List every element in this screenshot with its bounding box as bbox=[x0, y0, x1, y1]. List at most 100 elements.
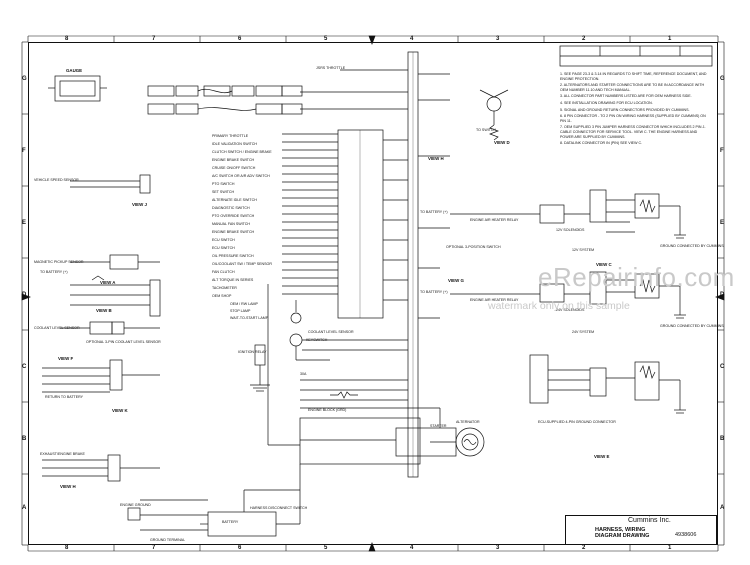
watermark-note: watermark only on this sample bbox=[488, 300, 630, 312]
zone-col-label-bottom: 5 bbox=[324, 545, 328, 551]
jsrs-throttle-label: JSRS THROTTLE bbox=[316, 66, 346, 70]
ac-switch-label: A/C SWITCH OR A/R ADV SWITCH bbox=[212, 174, 270, 178]
note-item: 5. SIGNAL AND GROUND RETURN CONNECTORS P… bbox=[560, 107, 690, 112]
pto-override-label: PTO OVERRIDE SWITCH bbox=[212, 214, 255, 218]
note-item: 8. DATALINK CONNECTOR IN (PIN) SEE VIEW … bbox=[560, 141, 643, 146]
optional-3pos-label: OPTIONAL 3-POSITION SWITCH bbox=[446, 245, 501, 249]
to-battery-right-2-label: TO BATTERY (+) bbox=[420, 290, 448, 294]
fuse-30a-label: 30A bbox=[300, 372, 307, 376]
coolant-level-sensor-label: COOLANT LEVEL SENSOR bbox=[308, 330, 354, 334]
zone-row-label: C bbox=[22, 364, 27, 370]
zone-col-label: 8 bbox=[65, 36, 69, 42]
battery-label: BATTERY bbox=[222, 520, 239, 524]
starter-label: STARTER bbox=[430, 424, 447, 428]
title-line-2: DIAGRAM DRAWING bbox=[595, 533, 650, 539]
view-a-label: VIEW A bbox=[100, 280, 116, 285]
zone-row-label-right: C bbox=[720, 364, 725, 370]
drawing-notes: 1. SEE PAGE 23-3 & 3.14 IN REGARDS TO SH… bbox=[560, 72, 708, 148]
note-item: 4. SEE INSTALLATION DRAWING FOR ECU LOCA… bbox=[560, 100, 653, 105]
zone-row-label-right: A bbox=[720, 505, 725, 511]
keyswitch-label: KEYSWITCH bbox=[306, 338, 328, 342]
return-to-battery-label: RETURN TO BATTERY bbox=[45, 395, 84, 399]
zone-row-label-right: F bbox=[720, 148, 724, 154]
clutch-switch-label: CLUTCH SWITCH / ENGINE BRAKE bbox=[212, 150, 272, 154]
fan-clutch-label: FAN CLUTCH bbox=[212, 270, 235, 274]
tachometer-label: TACHOMETER bbox=[212, 286, 237, 290]
view-d-label: VIEW D bbox=[494, 140, 510, 145]
view-f-label: VIEW F bbox=[58, 356, 74, 361]
view-b-label: VIEW B bbox=[96, 308, 112, 313]
title-block bbox=[565, 515, 717, 545]
note-item: 7. OEM SUPPLIED 3 PIN JUMPER HARNESS CON… bbox=[560, 125, 706, 139]
zone-col-label-bottom: 7 bbox=[152, 545, 156, 551]
drawing-title: HARNESS, WIRING DIAGRAM DRAWING bbox=[595, 527, 649, 539]
zone-row-label-right: D bbox=[720, 292, 725, 298]
note-item: 1. SEE PAGE 23-3 & 3.14 IN REGARDS TO SH… bbox=[560, 72, 707, 81]
solenoid-24v-label: 24V SOLENOIDS bbox=[556, 308, 585, 312]
zone-row-label: G bbox=[22, 76, 27, 82]
optional-3pin-coolant-label: OPTIONAL 3-PIN COOLANT LEVEL SENSOR bbox=[86, 340, 161, 344]
watermark-site: eRepairinfo.com bbox=[538, 262, 735, 292]
view-h-ref-label: VIEW H bbox=[428, 156, 444, 161]
grid-heater-1-label: GROUND CONNECTED BY CUMMINS bbox=[660, 244, 724, 248]
ecu-supplied-4pin-label: ECU-SUPPLIED 4-PIN GROUND CONNECTOR bbox=[538, 420, 616, 424]
to-battery-right-label: TO BATTERY (+) bbox=[420, 210, 448, 214]
oil-coolant-label: OIL/COOLANT SW / TEMP SENSOR bbox=[212, 262, 272, 266]
solenoid-12v-label: 12V SOLENOIDS bbox=[556, 228, 585, 232]
zone-col-label-bottom: 2 bbox=[582, 545, 586, 551]
wait-to-start-label: WAIT-TO-START LAMP bbox=[230, 316, 269, 320]
engine-brake-2-label: ENGINE BRAKE SWITCH bbox=[212, 230, 255, 234]
engine-air-heater-1-label: ENGINE AIR HEATER RELAY bbox=[470, 218, 519, 222]
ignition-relay-label: IGNITION RELAY bbox=[238, 350, 267, 354]
company-name: Cummins Inc. bbox=[628, 517, 671, 524]
view-g-label: VIEW G bbox=[448, 278, 464, 283]
zone-row-label: D bbox=[22, 292, 27, 298]
engine-block-gnd-label: ENGINE BLOCK (GRD) bbox=[308, 408, 347, 412]
view-h-label: VIEW H bbox=[60, 484, 76, 489]
view-k-label: VIEW K bbox=[112, 408, 128, 413]
zone-row-label: A bbox=[22, 505, 27, 511]
drawing-number: 4938606 bbox=[675, 532, 697, 538]
zone-row-label-right: G bbox=[720, 76, 725, 82]
ecu-switch-2-label: ECU SWITCH bbox=[212, 246, 235, 250]
engine-air-heater-2-label: ENGINE AIR HEATER RELAY bbox=[470, 298, 519, 302]
to-battery-left-label: TO BATTERY (+) bbox=[40, 270, 68, 274]
zone-col-label: 3 bbox=[496, 36, 500, 42]
ecu-switch-label: ECU SWITCH bbox=[212, 238, 235, 242]
view-c-label: VIEW C bbox=[596, 262, 612, 267]
title-line-1: HARNESS, WIRING bbox=[595, 527, 646, 533]
zone-row-label-right: E bbox=[720, 220, 725, 226]
oem-shop-label: OEM SHOP bbox=[212, 294, 232, 298]
zone-col-label: 4 bbox=[410, 36, 414, 42]
idle-validation-label: IDLE VALIDATION SWITCH bbox=[212, 142, 257, 146]
oem-rw-lamp-label: OEM / RW LAMP bbox=[230, 302, 258, 306]
vehicle-speed-label: VEHICLE SPEED SENSOR bbox=[34, 178, 79, 182]
view-j-label: VIEW J bbox=[132, 202, 147, 207]
system-12v-label: 12V SYSTEM bbox=[572, 248, 595, 252]
harness-disconnect-label: HARNESS DISCONNECT SWITCH bbox=[250, 506, 308, 510]
zone-col-label-bottom: 6 bbox=[238, 545, 242, 551]
magnetic-pickup-label: MAGNETIC PICKUP SENSOR bbox=[34, 260, 84, 264]
zone-col-label: 5 bbox=[324, 36, 328, 42]
to-switch-label: TO SWITCH bbox=[476, 128, 497, 132]
zone-row-label: F bbox=[22, 148, 26, 154]
zone-col-label-bottom: 1 bbox=[668, 545, 672, 551]
grid-heater-2-label: GROUND CONNECTED BY CUMMINS bbox=[660, 324, 724, 328]
engine-ground-label: ENGINE GROUND bbox=[120, 503, 151, 507]
note-item: 2. ALTERNATORS AND STARTER CONNECTIONS A… bbox=[560, 83, 705, 92]
gauge-label: GAUGE bbox=[66, 68, 83, 73]
oil-pressure-label: OIL PRESSURE SWITCH bbox=[212, 254, 254, 258]
set-switch-label: SET SWITCH bbox=[212, 190, 235, 194]
note-item: 3. ALL CONNECTOR PART NUMBERS LISTED ARE… bbox=[560, 94, 692, 99]
zone-row-label: B bbox=[22, 436, 27, 442]
system-24v-label: 24V SYSTEM bbox=[572, 330, 595, 334]
manual-fan-label: MANUAL FAN SWITCH bbox=[212, 222, 251, 226]
zone-row-label-right: B bbox=[720, 436, 725, 442]
zone-col-label-bottom: 3 bbox=[496, 545, 500, 551]
zone-row-label: E bbox=[22, 220, 27, 226]
primary-throttle-label: PRIMARY THROTTLE bbox=[212, 134, 249, 138]
cruise-on-off-label: CRUISE ON/OFF SWITCH bbox=[212, 166, 256, 170]
drawing-frame bbox=[28, 42, 718, 545]
